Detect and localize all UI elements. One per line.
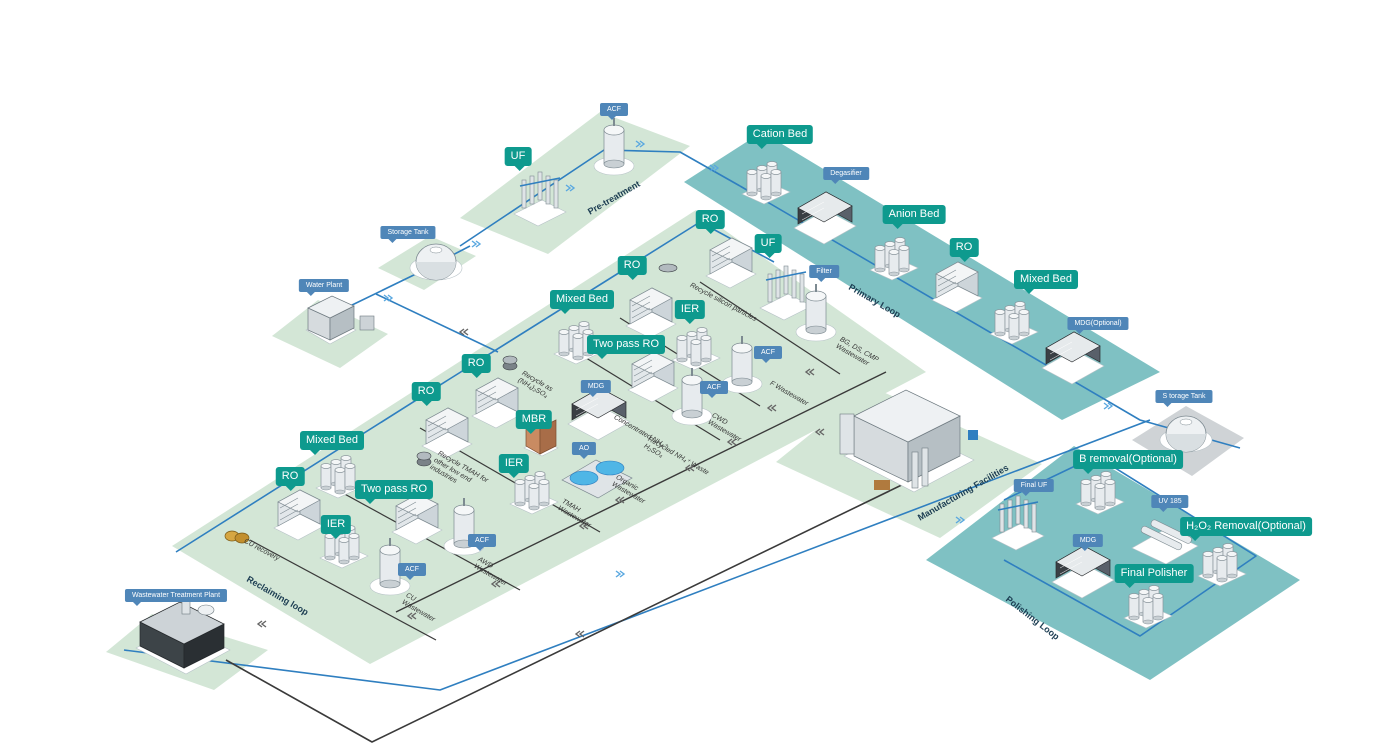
pipe-wastewater-collector [395, 371, 887, 613]
ro-r4-tag: RO [411, 382, 441, 406]
flow-arrow-icon [257, 620, 267, 628]
ro-r1-tag: RO [695, 210, 725, 234]
ao-tag: AO [571, 442, 597, 459]
pipe-branch-3 [699, 281, 841, 375]
h2o2-removal-tag: H₂O₂ Removal(Optional) [1180, 517, 1312, 541]
primary-loop-area [684, 132, 1160, 420]
mixed-bed-r2-tag: Mixed Bed [550, 290, 614, 314]
recycle-drum-icon [502, 355, 518, 371]
mdg-optional-tag: MDG(Optional) [1067, 317, 1129, 334]
mdg-r3-tag: MDG [580, 380, 612, 397]
ier-r6-tag: IER [320, 515, 352, 539]
pipe-reclaim-return [123, 419, 1151, 691]
flow-arrow-icon [615, 570, 625, 578]
uv185-tag: UV 185 [1151, 495, 1189, 512]
acf-r2b-tag: ACF [700, 381, 728, 398]
wwtp-building-icon [135, 593, 231, 675]
flow-arrow-icon [471, 240, 481, 248]
uv185-unit-icon [1131, 519, 1199, 565]
pipe-wastewater-return [225, 479, 913, 743]
mbr-tag: MBR [515, 410, 553, 434]
ro-r3-tag: RO [461, 354, 491, 378]
ier-r5-tag: IER [498, 454, 530, 478]
ao-basin-icon [561, 459, 633, 499]
pipe-storage-to-reclaim [375, 293, 499, 353]
ro-r6-tag: RO [275, 467, 305, 491]
anion-bed-tag: Anion Bed [882, 205, 946, 229]
degasifier-tag: Degasifier [823, 167, 869, 184]
acf-r6b-tag: ACF [398, 563, 426, 580]
pipe-polishing-loop [1003, 455, 1257, 637]
storage-tank-tag: Storage Tank [380, 226, 436, 243]
water-plant-building-icon [305, 295, 375, 345]
final-polisher-tag: Final Polisher [1114, 564, 1194, 588]
recycle-drum-icon [416, 451, 432, 467]
pretreatment-area [460, 112, 690, 254]
mdg-polishing-tag: MDG [1072, 534, 1104, 551]
water-plant-tag: Water Plant [298, 279, 350, 296]
ro-primary-tag: RO [949, 238, 979, 262]
two-pass-ro-r6-tag: Two pass RO [354, 480, 434, 504]
ier-r2-tag: IER [674, 300, 706, 324]
acf-r6a-tag: ACF [468, 534, 496, 551]
cu-recovery-coil-icon [224, 530, 250, 544]
factory-building-icon [839, 389, 978, 493]
wwtp-tag: Wastewater Treatment Plant [124, 589, 228, 606]
ro-r2-tag: RO [617, 256, 647, 280]
pipe-branch-6 [249, 539, 437, 641]
storage-tank-2-tag: S torage Tank [1155, 390, 1213, 407]
two-pass-ro-r2-tag: Two pass RO [586, 335, 666, 359]
mixed-bed-r5-tag: Mixed Bed [300, 431, 364, 455]
flow-arrow-icon [1103, 402, 1113, 410]
final-uf-tag: Final UF [1013, 479, 1055, 496]
uf-pre-tag: UF [504, 147, 532, 171]
b-removal-tag: B removal(Optional) [1073, 450, 1183, 474]
acf-pre-tag: ACF [600, 103, 628, 120]
filter-tag: Filter [809, 265, 839, 282]
cation-bed-tag: Cation Bed [746, 125, 814, 149]
uf-r1-tag: UF [754, 234, 782, 258]
mixed-bed-primary-tag: Mixed Bed [1014, 270, 1078, 294]
acf-r2a-tag: ACF [754, 346, 782, 363]
recycle-drum-icon [658, 263, 678, 273]
